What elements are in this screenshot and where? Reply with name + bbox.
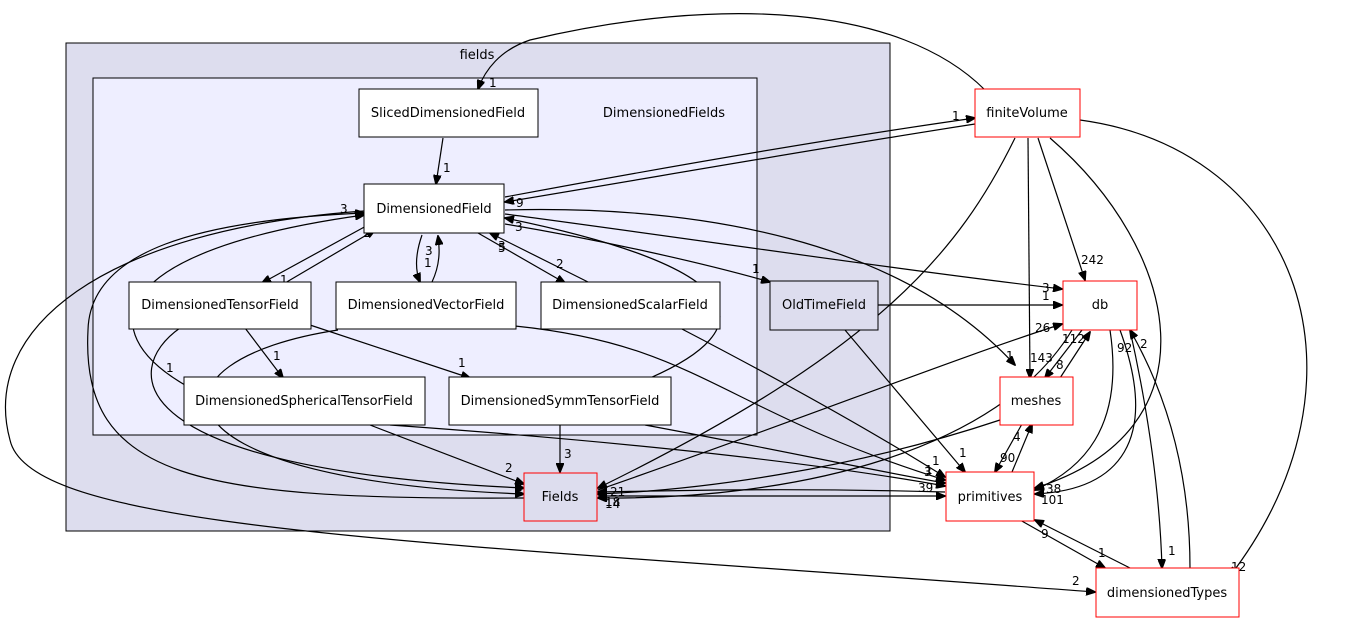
cluster-fields-title: fields (460, 48, 495, 63)
edge-label: 101 (1041, 493, 1064, 507)
edge-label: 8 (1056, 358, 1064, 372)
edge-label: 1 (273, 349, 281, 363)
edge-label: 3 (425, 244, 433, 258)
edge-label: 1 (959, 446, 967, 460)
edge-label: 9 (516, 196, 524, 210)
node-sliceddimensionedfield[interactable]: SlicedDimensionedField (358, 88, 539, 138)
edge-label: 2 (1140, 337, 1148, 351)
node-label: OldTimeField (782, 298, 866, 313)
edge-label: 14 (605, 497, 620, 511)
edge-label: 1 (280, 273, 288, 287)
edge-label: 90 (1000, 451, 1015, 465)
node-label: DimensionedField (376, 202, 491, 217)
node-label: finiteVolume (986, 106, 1068, 121)
node-label: SlicedDimensionedField (371, 106, 525, 121)
edge-label: 2 (1072, 574, 1080, 588)
node-meshes[interactable]: meshes (999, 376, 1074, 426)
node-label: primitives (958, 490, 1023, 505)
edge-label: 1 (952, 109, 960, 123)
edge-label: 1 (166, 361, 174, 375)
node-label: db (1092, 298, 1109, 313)
edge-label: 1 (1168, 544, 1176, 558)
node-dimensionedfield[interactable]: DimensionedField (363, 183, 505, 234)
edge-label: 5 (498, 241, 506, 255)
edge-label: 26 (1035, 321, 1050, 335)
edge-label: 3 (564, 447, 572, 461)
node-label: DimensionedVectorField (348, 298, 505, 313)
edge-label: 1 (443, 161, 451, 175)
node-label: DimensionedTensorField (141, 298, 298, 313)
node-label: DimensionedSphericalTensorField (195, 394, 413, 409)
edge-label: 1 (1006, 349, 1014, 363)
edge-label: 92 (1117, 341, 1132, 355)
node-dimensionedscalarfield[interactable]: DimensionedScalarField (540, 281, 721, 330)
node-dimensionedvectorfield[interactable]: DimensionedVectorField (335, 281, 517, 330)
node-dimensionedsymmtensorfield[interactable]: DimensionedSymmTensorField (448, 376, 672, 426)
edge-label: 242 (1081, 253, 1104, 267)
node-oldtimefield[interactable]: OldTimeField (769, 280, 879, 331)
node-fields[interactable]: Fields (523, 472, 598, 522)
node-dimensionedtensorfield[interactable]: DimensionedTensorField (128, 281, 312, 330)
edges (5, 13, 1308, 592)
edge-label: 2 (556, 257, 564, 271)
edge-label: 1 (489, 76, 497, 90)
node-dimensionedsphericaltensorfield[interactable]: DimensionedSphericalTensorField (183, 376, 426, 426)
edge-label: 38 (1046, 482, 1061, 496)
node-label: Fields (542, 490, 579, 505)
edge-label: 3 (498, 239, 506, 253)
edge-label: 112 (1062, 332, 1085, 346)
edge-label: 2 (515, 480, 523, 494)
edge-label: 1 (1098, 546, 1106, 560)
edge-label: 4 (1013, 430, 1021, 444)
edge-label: 1 (752, 262, 760, 276)
edge-label: 9 (1041, 527, 1049, 541)
edge-label: 3 (340, 202, 348, 216)
cluster-dimensionedfields-title: DimensionedFields (603, 106, 725, 121)
edge-label: 3 (924, 465, 932, 479)
edge-label: 18 (605, 495, 620, 509)
edge-label: 39 (918, 481, 933, 495)
edge-label: 1 (1042, 289, 1050, 303)
node-dimensionedtypes[interactable]: dimensionedTypes (1095, 567, 1240, 618)
node-label: meshes (1011, 394, 1062, 409)
edge-label: 1 (932, 454, 940, 468)
node-db[interactable]: db (1062, 280, 1138, 331)
edge-label: 3 (1042, 281, 1050, 295)
node-primitives[interactable]: primitives (945, 471, 1035, 522)
node-label: dimensionedTypes (1107, 586, 1227, 601)
edge-label: 1 (458, 356, 466, 370)
edge-label: 2 (505, 461, 513, 475)
node-label: DimensionedScalarField (552, 298, 708, 313)
edge-label: 21 (610, 485, 625, 499)
node-label: DimensionedSymmTensorField (461, 394, 660, 409)
edge-label: 3 (515, 480, 523, 494)
edge-label: 1 (424, 256, 432, 270)
edge-label: 1 (925, 463, 933, 477)
edge-label: 3 (515, 220, 523, 234)
edge-label: 2 (515, 479, 523, 493)
node-finitevolume[interactable]: finiteVolume (974, 88, 1081, 138)
edge-label: 143 (1030, 351, 1053, 365)
